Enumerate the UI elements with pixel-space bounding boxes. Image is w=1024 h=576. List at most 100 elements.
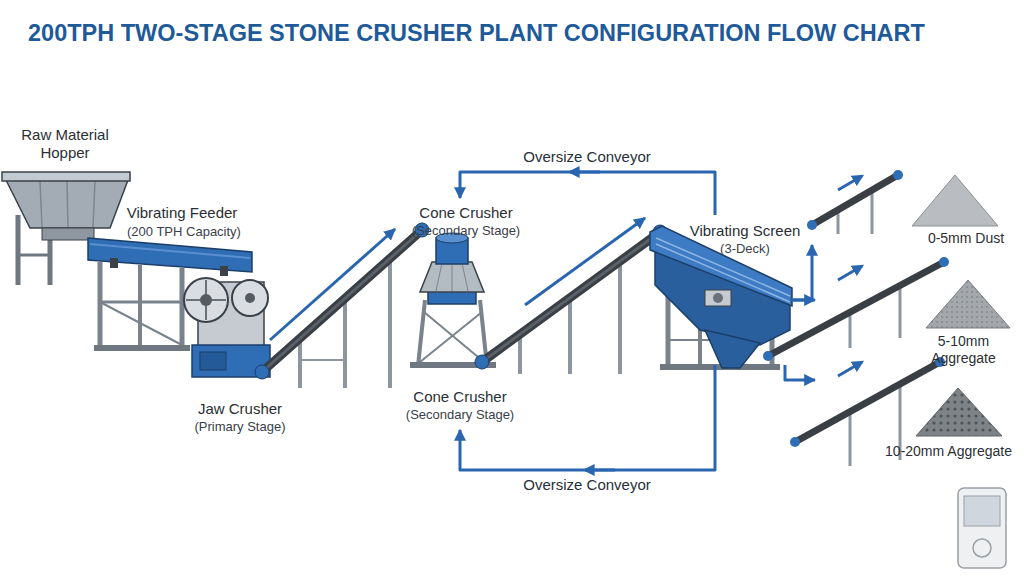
- jaw-crusher-node: Jaw Crusher(Primary Stage): [175, 268, 270, 440]
- conveyor-roller: [939, 257, 949, 267]
- cone-rib: [462, 263, 468, 291]
- flywheel: [232, 280, 268, 316]
- belt-conveyor: [475, 225, 667, 374]
- hopper-spout: [42, 228, 94, 240]
- hopper-rib: [40, 181, 42, 227]
- aggregate-pile: [916, 388, 1002, 436]
- flow-connector: [785, 365, 815, 380]
- support-leg: [568, 298, 572, 374]
- machine-label: 0-5mm Dust: [910, 230, 1022, 247]
- support-leg: [849, 412, 852, 466]
- machine-sublabel: (Secondary Stage): [395, 407, 525, 423]
- machine-label: Vibrating Feeder: [112, 204, 252, 222]
- conveyor-roller: [255, 365, 269, 379]
- conveyor-belt: [262, 230, 422, 372]
- machine-sublabel: (Secondary Stage): [401, 223, 531, 239]
- screen-motor: [705, 290, 731, 306]
- flow-connector: [790, 245, 812, 300]
- feeder-node: Vibrating Feeder (200 TPH Capacity): [95, 200, 255, 280]
- support-leg: [388, 258, 392, 388]
- screen-motor-hub: [713, 293, 723, 303]
- flow-arrow: [570, 171, 600, 174]
- product-node: 5-10mm Aggregate: [815, 255, 1022, 350]
- conveyor-belt-top: [262, 230, 422, 372]
- conveyor-roller: [763, 351, 773, 361]
- hopper-rib: [93, 181, 95, 227]
- device-icon: [958, 488, 1006, 568]
- support-brace: [424, 312, 484, 362]
- flywheel-hub: [245, 293, 255, 303]
- support-leg: [180, 268, 185, 347]
- machine-label: Cone Crusher: [395, 388, 525, 406]
- support-leg: [138, 265, 142, 347]
- feeder-spring: [220, 266, 228, 276]
- machine-sublabel: (3-Deck): [680, 241, 810, 257]
- hopper-rim: [2, 172, 130, 181]
- cone-crusher-symbol: [410, 233, 496, 368]
- hopper-node: Raw Material Hopper: [0, 122, 135, 287]
- jaw-motor: [200, 352, 226, 370]
- machine-label: 10-20mm Aggregate: [875, 443, 1022, 460]
- flow-arrow: [838, 362, 862, 376]
- conveyor-belt-top: [482, 232, 660, 362]
- support-brace: [100, 302, 182, 345]
- conveyor-roller: [790, 437, 800, 447]
- device-button: [973, 539, 991, 557]
- hopper-symbol: [2, 172, 130, 285]
- product-node: 10-20mm Aggregate: [815, 355, 1022, 465]
- cone-rib: [436, 263, 442, 291]
- flow-connector: [790, 299, 815, 302]
- aggregate-pile: [926, 280, 1010, 328]
- product-conveyor: [807, 170, 998, 234]
- machine-sublabel: (200 TPH Capacity): [112, 224, 256, 240]
- device-screen: [964, 496, 1000, 526]
- machine-label: 5-10mm Aggregate: [905, 333, 1022, 367]
- support-leg: [16, 215, 21, 285]
- screen-funnel: [705, 330, 760, 368]
- connector-label: Oversize Conveyor: [507, 476, 667, 493]
- flow-arrow: [838, 176, 862, 190]
- dust-pile: [912, 175, 998, 226]
- feeder-edge: [90, 244, 250, 258]
- product-node: 0-5mm Dust: [800, 160, 1022, 245]
- hopper-body: [6, 180, 128, 228]
- flywheel: [184, 278, 228, 322]
- machine-label: Vibrating Screen: [680, 222, 810, 240]
- machine-label: Cone Crusher: [401, 204, 531, 222]
- support-leg: [343, 298, 347, 388]
- support-leg: [871, 190, 874, 234]
- machine-label: Raw Material Hopper: [10, 126, 120, 162]
- conveyor-roller: [893, 170, 903, 180]
- cone-rib: [452, 263, 453, 291]
- support-brace: [100, 301, 182, 304]
- machine-label: Jaw Crusher: [175, 400, 305, 418]
- hopper-rib: [67, 181, 68, 227]
- support-leg: [618, 261, 622, 374]
- support-brace: [18, 254, 50, 257]
- machine-sublabel: (Primary Stage): [175, 419, 305, 435]
- vibrating-screen-node: Vibrating Screen(3-Deck): [645, 215, 790, 365]
- flywheel-hub: [200, 294, 212, 306]
- conveyor-belt: [795, 362, 940, 442]
- connector-label: Oversize Conveyor: [507, 148, 667, 165]
- jaw-crusher-symbol: [184, 278, 270, 377]
- flow-arrow: [838, 266, 862, 280]
- conveyor-belt: [812, 175, 898, 225]
- device-body: [958, 488, 1006, 568]
- support-base: [94, 345, 190, 351]
- cone-crusher-node: Cone Crusher(Secondary Stage)Cone Crushe…: [395, 198, 525, 430]
- support-leg: [418, 300, 425, 366]
- support-brace: [420, 312, 482, 362]
- flow-arrow: [585, 469, 615, 472]
- flow-connector: [525, 218, 645, 305]
- support-leg: [98, 262, 103, 347]
- conveyor-roller: [807, 220, 817, 230]
- conveyor-belt: [768, 262, 944, 356]
- conveyor-roller: [475, 355, 489, 369]
- belt-conveyor: [255, 223, 429, 388]
- feeder-spring: [110, 258, 118, 268]
- conveyor-belt: [482, 232, 660, 362]
